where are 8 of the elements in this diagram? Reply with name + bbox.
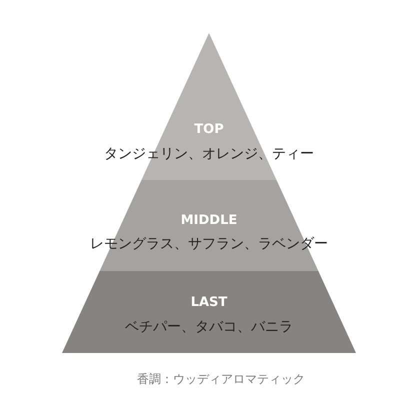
pyramid-tier bbox=[62, 271, 356, 353]
note-list: タンジェリン、オレンジ、ティー bbox=[104, 145, 314, 163]
note-list: レモングラス、サフラン、ラベンダー bbox=[90, 235, 328, 253]
tier-heading: MIDDLE bbox=[180, 212, 238, 230]
caption: 香調：ウッディアロマティック bbox=[137, 371, 305, 387]
tier-heading: TOP bbox=[194, 121, 224, 139]
note-list: ベチパー、タバコ、バニラ bbox=[125, 318, 293, 336]
tier-heading: LAST bbox=[190, 294, 228, 312]
